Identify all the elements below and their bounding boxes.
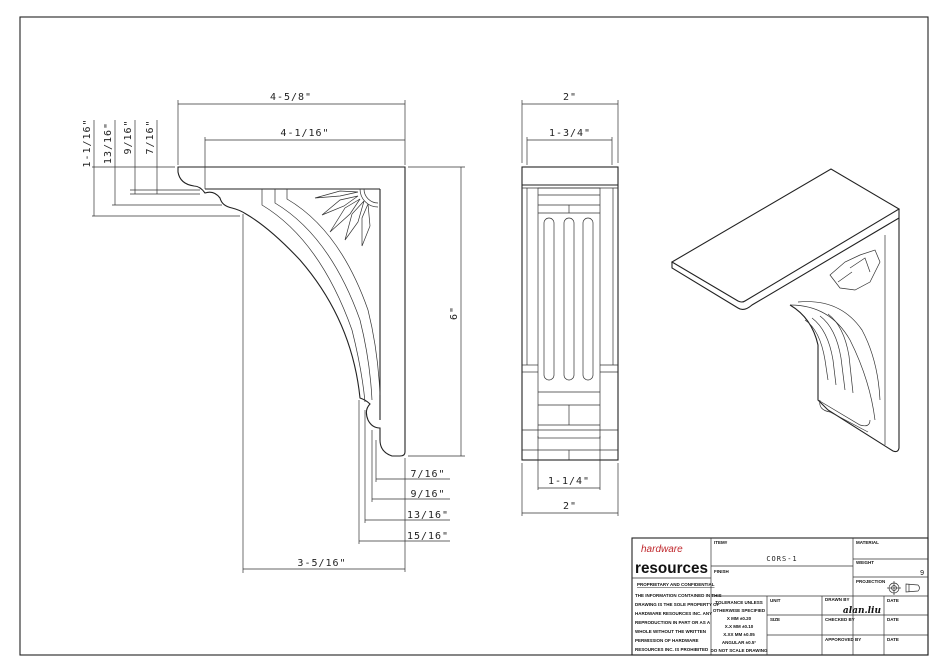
item-value: CORS-1 [766, 555, 797, 563]
proprietary-line: DRAWING IS THE SOLE PROPERTY OF [635, 602, 720, 607]
date-label: DATE [887, 637, 899, 642]
dim-overall-depth: 4-5/8" [270, 92, 312, 103]
dim-front-inner-top-width: 1-3/4" [549, 128, 591, 139]
svg-text:resources: resources [635, 560, 708, 577]
dim-height: 6" [449, 306, 460, 320]
approved-by-label: APPOROVED BY [825, 637, 861, 642]
tolerance-line: ANGULAR ±0.5° [722, 640, 756, 645]
proprietary-line: REPRODUCTION IN PART OR AS A [635, 620, 711, 625]
dim-inner-depth: 4-1/16" [280, 128, 329, 139]
title-block: hardware resources PROPRIETARY AND CONFI… [631, 537, 929, 656]
dim-bottom-4: 15/16" [407, 531, 449, 542]
weight-label: WEIGHT [856, 560, 874, 565]
dim-top-4: 7/16" [145, 119, 156, 154]
proprietary-line: PERMISSION OF HARDWARE [635, 638, 699, 643]
material-label: MATERIAL [856, 540, 879, 545]
dim-front-top-width: 2" [563, 92, 577, 103]
proprietary-heading: PROPRIETARY AND CONFIDENTIAL [637, 582, 715, 587]
sunburst-carving [314, 188, 379, 247]
dim-top-2: 13/16" [103, 122, 114, 164]
unit-label: UNIT [770, 598, 781, 603]
proprietary-line: HARDWARE RESOURCES INC. ANY [635, 611, 712, 616]
projection-label: PROJECTION [856, 579, 885, 584]
dim-front-bottom-width: 2" [563, 501, 577, 512]
front-view: 2" 1-3/4" 1-1/4" 2" [521, 92, 619, 516]
sheet-border [19, 16, 929, 656]
date-label: DATE [887, 617, 899, 622]
dim-base-depth: 3-5/16" [297, 558, 346, 569]
dim-front-inner-bottom-width: 1-1/4" [548, 476, 590, 487]
dim-bottom-1: 7/16" [410, 469, 445, 480]
drawn-by-label: DRAWN BY [825, 597, 850, 602]
drawn-by-signature: alan.liu [843, 606, 882, 616]
svg-text:hardware: hardware [641, 544, 683, 555]
dim-bottom-2: 9/16" [410, 489, 445, 500]
size-label: SIZE [770, 617, 780, 622]
dim-top-3: 9/16" [123, 119, 134, 154]
date-label: DATE [887, 598, 899, 603]
tolerance-line: X.XX MM ±0.05 [723, 632, 755, 637]
dim-bottom-3: 13/16" [407, 510, 449, 521]
proprietary-line: RESOURCES INC. IS PROHIBITED [635, 647, 709, 652]
third-angle-projection-icon [887, 581, 920, 595]
dim-top-1: 1-1/16" [82, 118, 93, 167]
item-label: ITEM# [714, 540, 728, 545]
side-view-outline [177, 166, 406, 457]
proprietary-line: WHOLE WITHOUT THE WRITTEN [635, 629, 706, 634]
tolerance-line: OTHERWISE SPECIFIED [713, 608, 766, 613]
hardware-resources-logo: hardware resources [635, 544, 708, 577]
side-view: 4-5/8" 4-1/16" 6" 1-1/16" 13/16" 9/16" 7… [82, 92, 465, 573]
tolerance-line: TOLERANCE UNLESS [715, 600, 762, 605]
tolerance-line: X MM ±0.20 [727, 616, 752, 621]
checked-by-label: CHECKED BY [825, 617, 855, 622]
isometric-view [670, 168, 901, 453]
proprietary-line: THE INFORMATION CONTAINED IN THIS [635, 593, 722, 598]
tolerance-line: DO NOT SCALE DRAWING [711, 648, 768, 653]
weight-value: 9 [920, 570, 924, 577]
finish-label: FINISH [714, 569, 729, 574]
tolerance-line: X.X MM ±0.10 [725, 624, 754, 629]
